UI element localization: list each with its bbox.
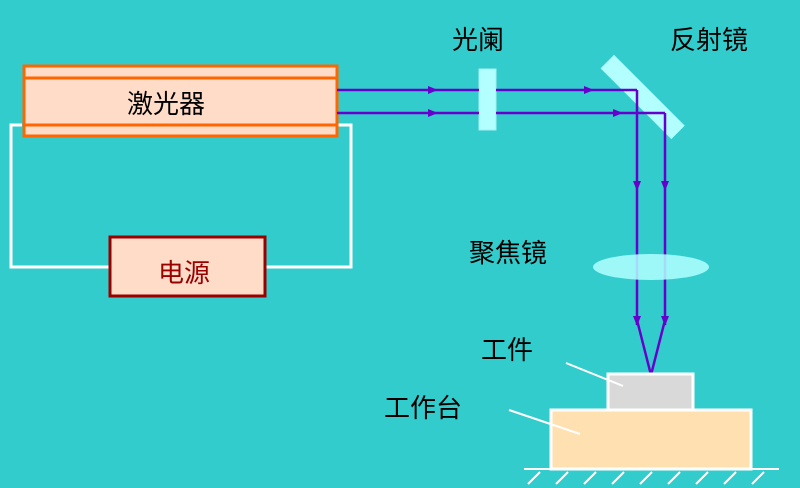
power-wire [9, 123, 110, 269]
laser-beam-upper [337, 86, 653, 376]
mirror-label: 反射镜 [670, 26, 749, 56]
focus-lens-label: 聚焦镜 [469, 239, 548, 269]
power-supply-label: 电源 [158, 259, 211, 289]
workpiece-leader [565, 362, 624, 387]
workpiece-label: 工件 [481, 336, 534, 366]
work-table-leader [508, 409, 581, 435]
power-supply-box [108, 235, 267, 298]
aperture-label: 光阑 [452, 26, 505, 56]
laser-label: 激光器 [127, 90, 206, 120]
work-table [549, 408, 753, 471]
work-table-label: 工作台 [384, 394, 463, 424]
laser-beam-lower [337, 109, 669, 376]
focus-lens [593, 254, 709, 280]
mirror [600, 54, 685, 140]
ground-hatching [524, 468, 779, 485]
power-wire-right [266, 123, 353, 269]
laser-box [22, 64, 339, 138]
aperture [478, 68, 497, 131]
workpiece [606, 372, 695, 412]
